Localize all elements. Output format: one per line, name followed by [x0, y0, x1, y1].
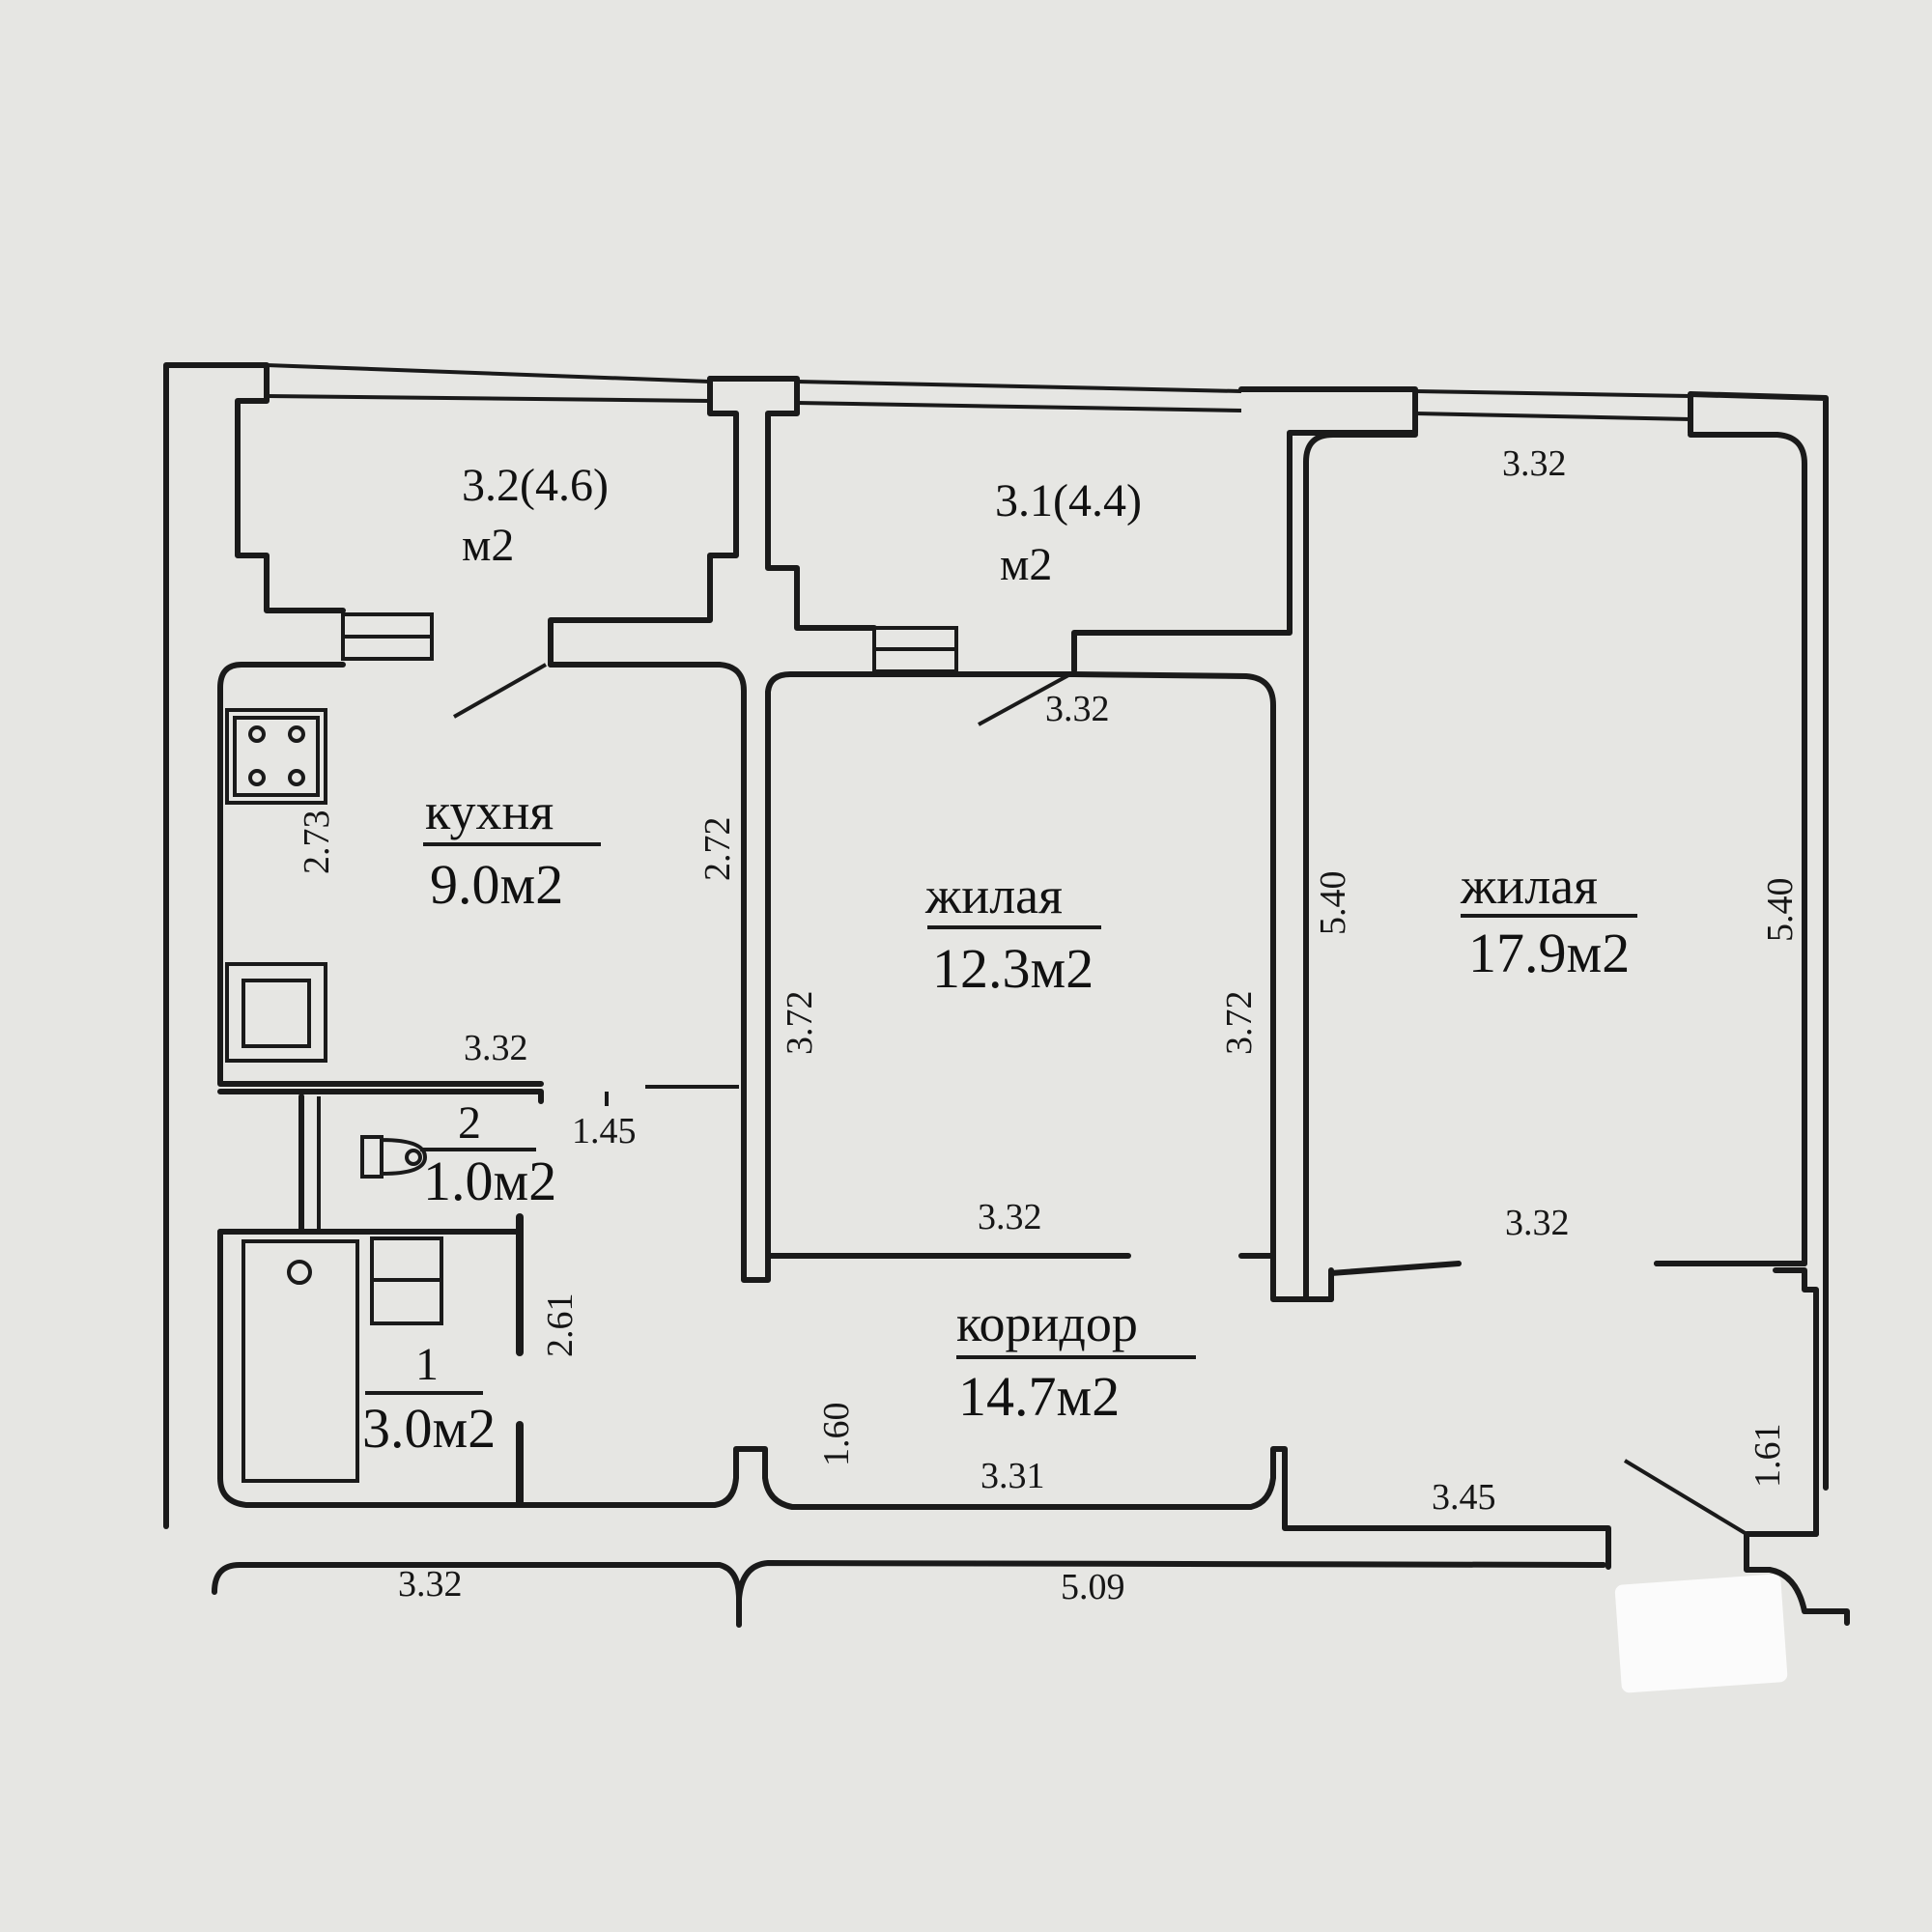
- toilet-icon: [360, 1135, 428, 1179]
- interior-walls: [212, 432, 1850, 1628]
- balcony-right-area: 3.1(4.4): [995, 475, 1142, 526]
- kitchen-area: 9.0м2: [430, 853, 563, 916]
- stove-burner-3: [248, 769, 266, 786]
- dim-living-large-right: 5.40: [1760, 878, 1801, 943]
- exterior-walls: [163, 362, 1829, 1529]
- dimension-labels: 3.32 3.32 2.73 2.72 3.72 3.72 5.40 5.40 …: [297, 443, 1801, 1607]
- kitchen-name: кухня: [425, 782, 554, 840]
- stove-inner: [233, 716, 320, 797]
- living-small-door-swing: [978, 672, 1071, 726]
- room-labels: 3.2(4.6) м2 3.1(4.4) м2 кухня 9.0м2 жила…: [362, 460, 1637, 1460]
- fixtures: [225, 708, 609, 1483]
- stove-icon: [225, 708, 327, 805]
- corridor-bottom-wall: [217, 1446, 1611, 1570]
- dim-living-large-left: 5.40: [1313, 871, 1353, 936]
- bath-name: 1: [415, 1339, 439, 1390]
- apartment-stamp: кв: [1614, 1574, 1788, 1693]
- wc-top-wall: [217, 1089, 544, 1235]
- entry-wall: [1744, 1531, 1850, 1626]
- living-small-name: жилая: [924, 867, 1063, 924]
- top-window-middle: [796, 380, 1242, 412]
- dim-corridor-right: 3.45: [1432, 1477, 1496, 1518]
- corridor-name: коридор: [956, 1294, 1138, 1352]
- kitchen-door-swing: [453, 663, 547, 719]
- stove-burner-4: [288, 769, 305, 786]
- bath-area: 3.0м2: [362, 1397, 496, 1460]
- kitchen-wall: [217, 662, 544, 1087]
- dim-kitchen-side: 2.73: [297, 810, 337, 875]
- dim-living-small-left: 3.72: [780, 991, 820, 1056]
- right-top-pillar: [1688, 391, 1829, 1491]
- dim-living-small-right: 3.72: [1219, 991, 1260, 1056]
- top-window-right: [1414, 389, 1691, 421]
- left-balcony-right-wall: [707, 376, 877, 631]
- living-large-bottom-left: [1328, 1261, 1462, 1276]
- entry-door-swing: [1623, 1459, 1748, 1536]
- balcony-left-area: 3.2(4.6): [462, 460, 609, 511]
- dim-corridor-bottom: 3.31: [980, 1456, 1045, 1496]
- dim-corridor-height: 1.60: [816, 1403, 857, 1467]
- balcony-left-unit: м2: [462, 520, 514, 571]
- left-balcony-right-wall-2: [548, 376, 739, 668]
- stove-burner-1: [248, 725, 266, 743]
- living-large-name: жилая: [1460, 857, 1598, 915]
- balcony-right-unit: м2: [1000, 539, 1052, 590]
- bathtub-icon: [242, 1239, 359, 1483]
- living-small-wall: [1071, 671, 1276, 1259]
- living-large-area: 17.9м2: [1468, 922, 1630, 984]
- dim-living-small-bottom: 3.32: [978, 1197, 1042, 1237]
- stove-burner-2: [288, 725, 305, 743]
- wc-name: 2: [458, 1097, 481, 1149]
- kitchen-right-wall: [548, 662, 1077, 1283]
- toilet-seat: [405, 1149, 422, 1166]
- dim-living-large-bottom: 3.32: [1505, 1203, 1570, 1243]
- dim-bath-side: 2.61: [540, 1293, 581, 1358]
- partition-stub: [1238, 1253, 1334, 1302]
- dim-entry-side: 1.61: [1747, 1424, 1788, 1489]
- sink-icon: [225, 962, 327, 1063]
- left-balcony-wall: [163, 362, 346, 613]
- outer-bottom-dimension-line: [212, 1560, 1606, 1628]
- wc-area: 1.0м2: [423, 1150, 556, 1212]
- dim-outer-right: 5.09: [1061, 1567, 1125, 1607]
- right-corridor-wall: [1773, 1267, 1819, 1537]
- sink-inner: [242, 979, 311, 1048]
- stamp-cover: [1614, 1574, 1788, 1693]
- dim-kitchen-right: 2.72: [697, 817, 738, 882]
- dim-living-large-top: 3.32: [1502, 443, 1567, 484]
- living-small-area: 12.3м2: [932, 937, 1094, 1000]
- bathtub-drain: [287, 1260, 312, 1285]
- right-balcony-wall: [1071, 386, 1418, 673]
- dim-wc-door: 1.45: [572, 1111, 637, 1151]
- living-large-wall: [1303, 432, 1807, 1302]
- dim-living-small-top: 3.32: [1045, 689, 1110, 729]
- dim-outer-left: 3.32: [398, 1564, 463, 1605]
- corridor-area: 14.7м2: [958, 1365, 1120, 1428]
- dim-kitchen-bottom: 3.32: [464, 1028, 528, 1068]
- top-window-line: [266, 363, 711, 403]
